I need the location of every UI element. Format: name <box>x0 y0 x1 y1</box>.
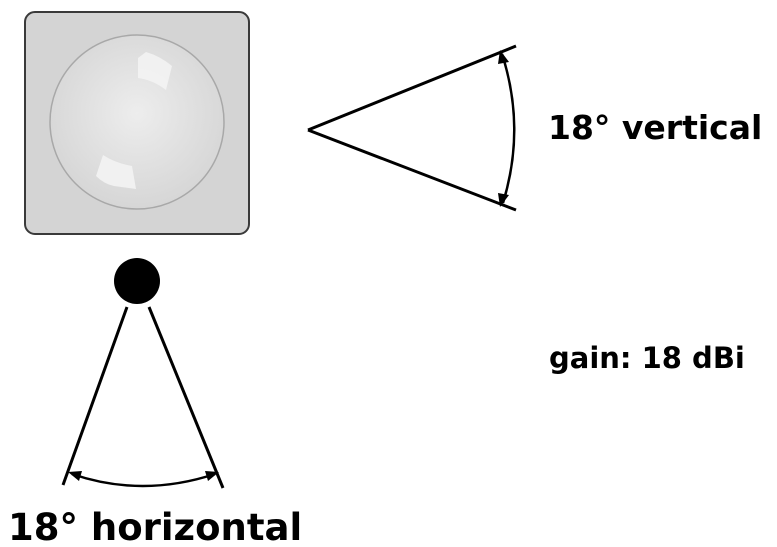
horizontal-arrow-left <box>68 471 82 481</box>
gain-label: gain: 18 dBi <box>549 341 745 375</box>
vertical-beam-upper-edge <box>307 44 517 132</box>
dome-highlight-bottom <box>96 155 136 189</box>
antenna-panel-icon <box>24 11 250 235</box>
horizontal-beam <box>61 258 225 489</box>
vertical-angle-arc <box>500 53 516 204</box>
horizontal-beam-right-edge <box>147 306 225 489</box>
antenna-dot-icon <box>114 258 160 304</box>
vertical-beam <box>307 44 517 212</box>
vertical-beam-label: 18° vertical <box>548 108 762 147</box>
horizontal-angle-arc <box>71 472 216 488</box>
vertical-arrow-top <box>498 50 509 64</box>
vertical-beam-lower-edge <box>307 128 517 212</box>
dome-highlight-top <box>138 52 172 90</box>
horizontal-arrow-right <box>205 471 219 481</box>
horizontal-beam-label: 18° horizontal <box>8 506 302 547</box>
vertical-arrow-bottom <box>498 193 509 207</box>
horizontal-beam-left-edge <box>61 306 129 486</box>
